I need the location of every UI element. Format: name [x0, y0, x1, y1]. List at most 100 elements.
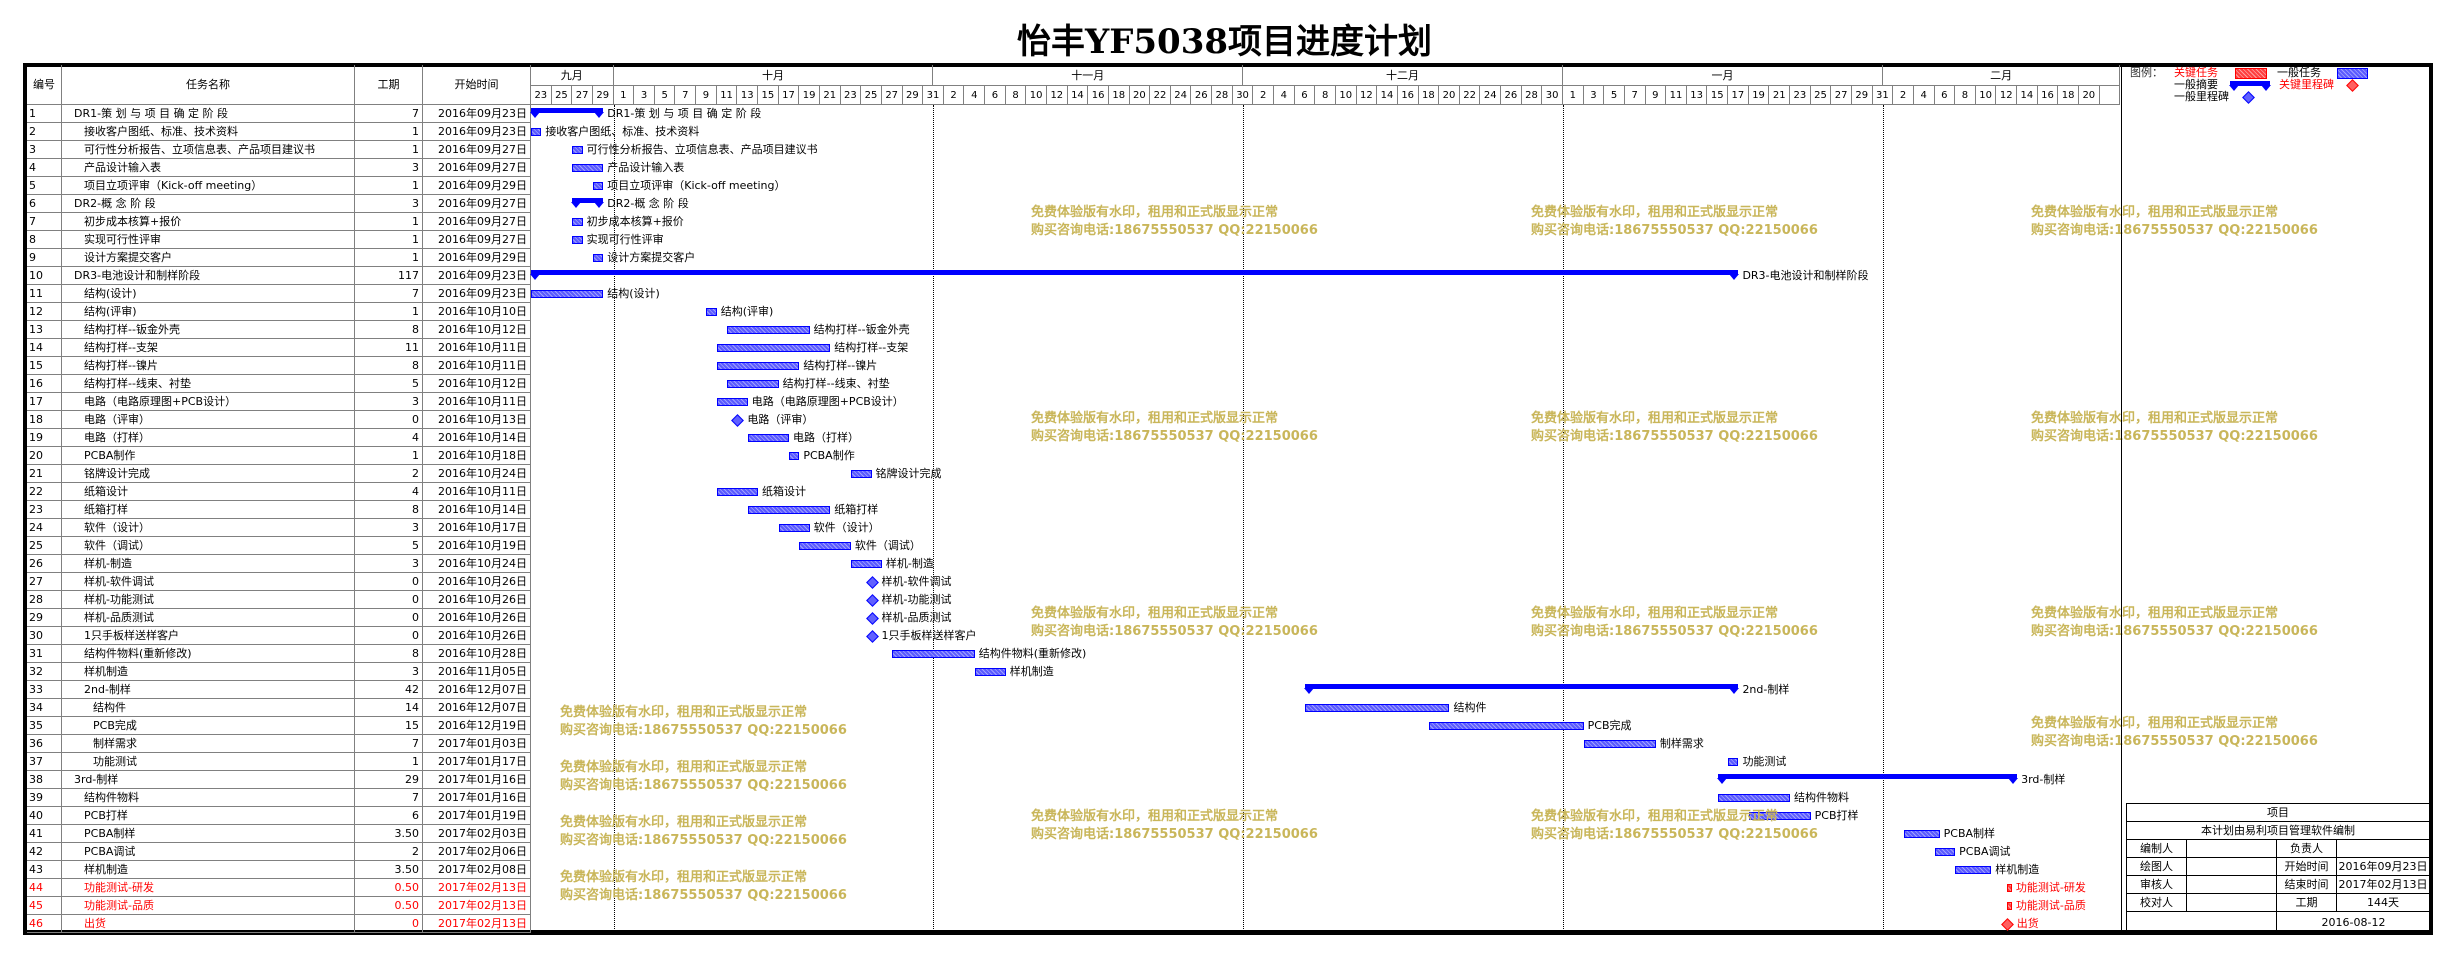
day-header: 5 — [1604, 86, 1625, 105]
row-task-name[interactable]: 电路（打样） — [62, 429, 355, 447]
row-task-name[interactable]: DR3-电池设计和制样阶段 — [62, 267, 355, 285]
row-task-name[interactable]: 纸箱打样 — [62, 501, 355, 519]
row-task-name[interactable]: 电路（电路原理图+PCB设计） — [62, 393, 355, 411]
row-task-name[interactable]: 3rd-制样 — [62, 771, 355, 789]
task-bar[interactable] — [1717, 794, 1791, 802]
row-task-name[interactable]: PCBA制作 — [62, 447, 355, 465]
watermark-line2: 购买咨询电话:18675550537 QQ:22150066 — [560, 888, 847, 903]
task-bar[interactable] — [727, 380, 779, 388]
task-bar[interactable] — [1955, 866, 1992, 874]
task-bar[interactable] — [716, 362, 800, 370]
task-bar[interactable] — [747, 434, 789, 442]
row-task-name[interactable]: DR2-概 念 阶 段 — [62, 195, 355, 213]
summary-bar[interactable] — [529, 270, 1740, 280]
row-task-name[interactable]: PCBA制样 — [62, 825, 355, 843]
day-header: 27 — [881, 86, 903, 105]
row-task-name[interactable]: 软件（设计） — [62, 519, 355, 537]
legend-summary-label: 一般摘要 — [2174, 78, 2218, 91]
task-bar[interactable] — [747, 506, 831, 514]
task-bar[interactable] — [850, 560, 882, 568]
task-bar[interactable] — [850, 470, 872, 478]
row-task-name[interactable]: 结构打样--镍片 — [62, 357, 355, 375]
row-task-name[interactable]: 产品设计输入表 — [62, 159, 355, 177]
row-task-name[interactable]: 样机-制造 — [62, 555, 355, 573]
task-bar[interactable] — [892, 650, 975, 658]
task-bar[interactable] — [572, 164, 604, 172]
critical-task-bar[interactable] — [2006, 902, 2012, 910]
critical-task-bar[interactable] — [2006, 884, 2012, 892]
row-task-name[interactable]: 样机-功能测试 — [62, 591, 355, 609]
row-task-name[interactable]: 设计方案提交客户 — [62, 249, 355, 267]
month-header: 二月 — [1882, 65, 2121, 86]
row-start: 2016年10月11日 — [423, 357, 531, 375]
row-task-name[interactable]: 纸箱设计 — [62, 483, 355, 501]
row-task-name[interactable]: 结构打样--支架 — [62, 339, 355, 357]
row-task-name[interactable]: 制样需求 — [62, 735, 355, 753]
row-task-name[interactable]: 项目立项评审（Kick-off meeting） — [62, 177, 355, 195]
row-task-name[interactable]: 结构打样--线束、衬垫 — [62, 375, 355, 393]
task-bar[interactable] — [1728, 758, 1739, 766]
task-bar[interactable] — [1428, 722, 1584, 730]
row-id: 20 — [27, 447, 62, 465]
row-task-name[interactable]: 结构件物料 — [62, 789, 355, 807]
row-task-name[interactable]: 功能测试 — [62, 753, 355, 771]
row-task-name[interactable]: 结构(评审) — [62, 303, 355, 321]
task-bar[interactable] — [572, 218, 583, 226]
row-task-name[interactable]: 样机制造 — [62, 663, 355, 681]
task-bar[interactable] — [706, 308, 717, 316]
task-bar[interactable] — [716, 398, 748, 406]
task-bar[interactable] — [778, 524, 810, 532]
task-bar[interactable] — [716, 488, 759, 496]
summary-bar[interactable] — [1303, 684, 1740, 694]
row-task-name[interactable]: 样机-软件调试 — [62, 573, 355, 591]
row-task-name[interactable]: PCBA调试 — [62, 843, 355, 861]
row-duration: 11 — [355, 339, 423, 357]
task-bar[interactable] — [592, 254, 604, 262]
summary-bar[interactable] — [571, 198, 605, 208]
task-bar[interactable] — [572, 146, 583, 154]
bar-label: 结构打样--支架 — [834, 341, 909, 354]
row-task-name[interactable]: 出货 — [62, 915, 355, 933]
row-task-name[interactable]: 接收客户图纸、标准、技术资料 — [62, 123, 355, 141]
row-task-name[interactable]: PCB打样 — [62, 807, 355, 825]
row-task-name[interactable]: 初步成本核算+报价 — [62, 213, 355, 231]
row-task-name[interactable]: DR1-策 划 与 项 目 确 定 阶 段 — [62, 105, 355, 123]
row-start: 2017年02月13日 — [423, 915, 531, 933]
task-bar[interactable] — [1305, 704, 1450, 712]
row-task-name[interactable]: 样机-品质测试 — [62, 609, 355, 627]
row-task-name[interactable]: 实现可行性评审 — [62, 231, 355, 249]
row-duration: 2 — [355, 843, 423, 861]
task-bar[interactable] — [531, 128, 542, 136]
row-task-name[interactable]: 1只手板样送样客户 — [62, 627, 355, 645]
row-task-name[interactable]: 铭牌设计完成 — [62, 465, 355, 483]
task-bar[interactable] — [789, 452, 800, 460]
task-bar[interactable] — [727, 326, 810, 334]
task-bar[interactable] — [1748, 812, 1811, 820]
task-bar[interactable] — [799, 542, 851, 550]
task-bar[interactable] — [1934, 848, 1956, 856]
row-task-name[interactable]: 可行性分析报告、立项信息表、产品项目建议书 — [62, 141, 355, 159]
row-task-name[interactable]: 结构件物料(重新修改) — [62, 645, 355, 663]
summary-bar[interactable] — [1716, 774, 2019, 784]
row-task-name[interactable]: 样机制造 — [62, 861, 355, 879]
summary-bar[interactable] — [529, 108, 605, 118]
row-task-name[interactable]: 软件（调试） — [62, 537, 355, 555]
bar-label: 3rd-制样 — [2021, 773, 2066, 786]
row-task-name[interactable]: PCB完成 — [62, 717, 355, 735]
row-task-name[interactable]: 结构(设计) — [62, 285, 355, 303]
task-bar[interactable] — [1903, 830, 1940, 838]
task-bar[interactable] — [1583, 740, 1656, 748]
task-bar[interactable] — [572, 236, 583, 244]
row-task-name[interactable]: 电路（评审） — [62, 411, 355, 429]
row-task-name[interactable]: 结构打样--钣金外壳 — [62, 321, 355, 339]
row-task-name[interactable]: 功能测试-品质 — [62, 897, 355, 915]
row-task-name[interactable]: 功能测试-研发 — [62, 879, 355, 897]
row-task-name[interactable]: 2nd-制样 — [62, 681, 355, 699]
row-id: 46 — [27, 915, 62, 933]
task-bar[interactable] — [531, 290, 604, 298]
row-task-name[interactable]: 结构件 — [62, 699, 355, 717]
task-bar[interactable] — [716, 344, 831, 352]
row-start: 2017年01月03日 — [423, 735, 531, 753]
task-bar[interactable] — [592, 182, 604, 190]
task-bar[interactable] — [974, 668, 1006, 676]
